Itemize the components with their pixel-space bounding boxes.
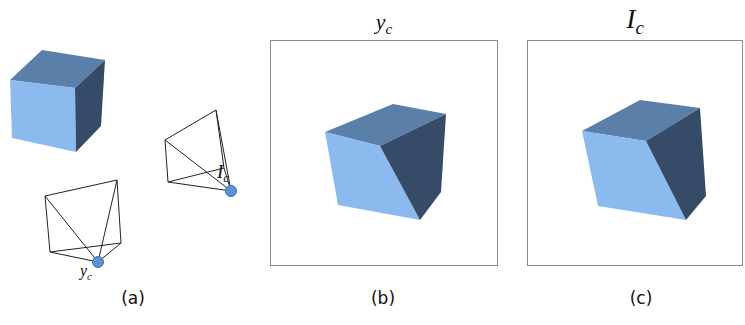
cube — [325, 104, 446, 220]
panel-caption: (a) — [121, 288, 145, 308]
camera-frustum — [165, 110, 231, 191]
camera-label: Ic — [217, 161, 229, 186]
panel-caption: (c) — [630, 288, 653, 308]
panel-caption: (b) — [371, 288, 395, 308]
camera-frustum — [45, 180, 121, 262]
panel-title: Ic — [528, 3, 742, 39]
image-panel: Ic — [527, 40, 743, 266]
image-panel: yc — [270, 40, 498, 266]
cube — [10, 50, 105, 152]
panel-title: yc — [271, 10, 497, 38]
camera-center — [226, 186, 237, 197]
camera-label: yc — [80, 262, 92, 282]
cube — [582, 100, 706, 220]
camera-center — [93, 257, 104, 268]
